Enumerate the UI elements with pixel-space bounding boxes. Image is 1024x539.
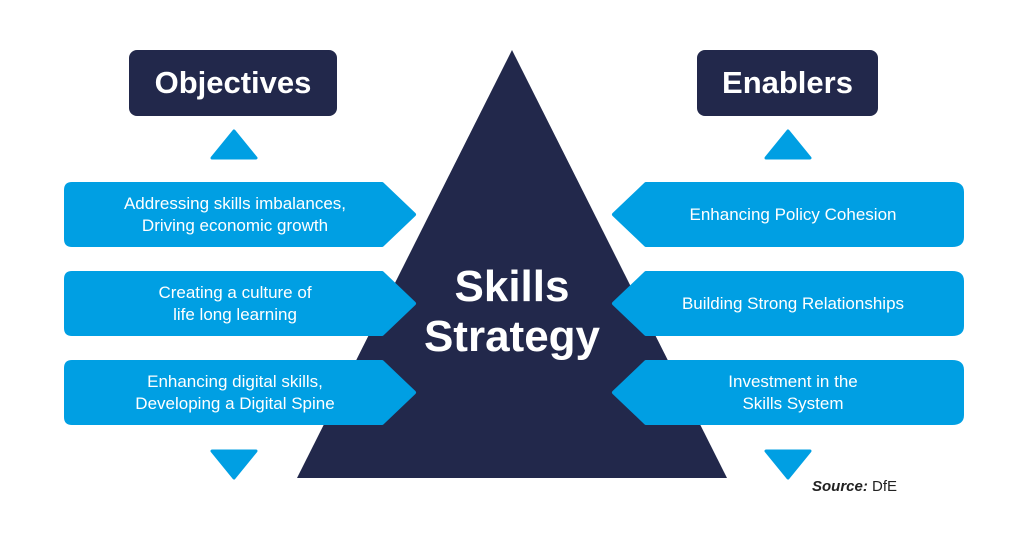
source-value: DfE	[872, 478, 898, 495]
enabler-arrow-shape	[612, 271, 964, 336]
enabler-item: Enhancing Policy Cohesion	[689, 204, 897, 224]
down-arrow-icon	[210, 449, 258, 480]
up-arrow-icon	[210, 129, 258, 160]
enabler-arrow-shape	[612, 360, 964, 425]
objective-arrow-shape	[64, 360, 416, 425]
center-title-line: Skills	[454, 262, 570, 311]
objectives-header: Objectives	[154, 65, 312, 100]
objective-item: Enhancing digital skills, Developing a D…	[135, 371, 335, 413]
objective-arrow-shape	[64, 182, 416, 247]
enablers-header-box	[697, 50, 878, 116]
objective-arrow-shape	[64, 271, 416, 336]
enabler-item: Investment in the Skills System	[728, 371, 858, 413]
center-title-line: Strategy	[423, 312, 601, 361]
objective-item: Addressing skills imbalances, Driving ec…	[123, 193, 347, 235]
enabler-arrow-shape	[612, 182, 964, 247]
objective-item: Creating a culture of life long learning	[158, 282, 312, 324]
down-arrow-icon	[764, 449, 812, 480]
objectives-header-box	[129, 50, 337, 116]
pyramid	[297, 50, 727, 478]
up-arrow-icon	[764, 129, 812, 160]
source-label: Source:	[812, 478, 868, 495]
center-title: Skills Strategy	[400, 262, 624, 362]
enablers-header: Enablers	[722, 65, 853, 100]
enabler-item: Building Strong Relationships	[681, 293, 905, 313]
source-note: Source: DfE	[812, 478, 897, 495]
